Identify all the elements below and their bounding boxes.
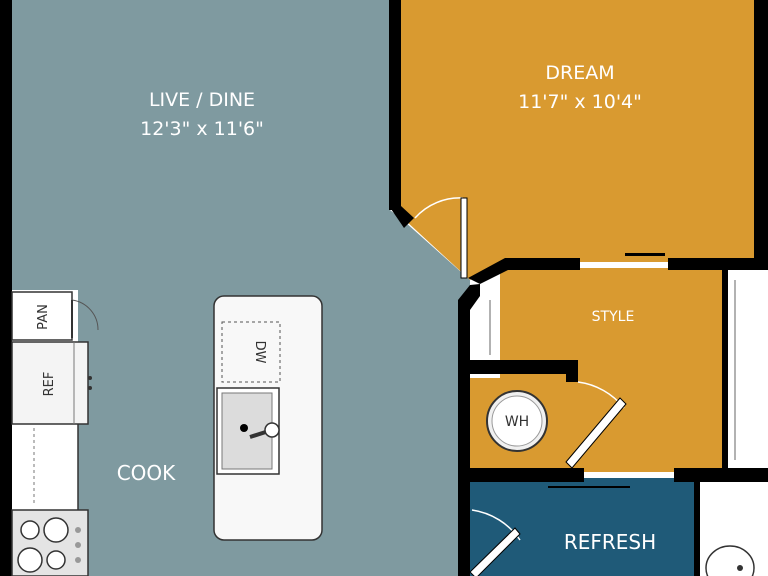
bath-sink <box>705 545 755 576</box>
refresh-name: REFRESH <box>564 530 656 554</box>
live-dine-area <box>12 0 470 576</box>
wh-closet-door <box>565 381 627 469</box>
refrigerator <box>11 341 92 425</box>
closet-left-style <box>472 290 498 360</box>
kitchen-island <box>213 295 323 541</box>
water-heater-label: WH <box>505 414 529 430</box>
dream-area <box>400 0 755 280</box>
pantry-label: PAN <box>36 304 51 330</box>
cook-name: COOK <box>117 461 176 485</box>
refrigerator-label: REF <box>42 372 57 397</box>
water-heater <box>486 390 548 452</box>
refresh-area <box>465 478 696 576</box>
dream-door <box>414 197 468 279</box>
style-side-doors <box>489 280 736 488</box>
pantry <box>11 291 99 341</box>
dream-name: DREAM <box>545 62 614 84</box>
live-dine-name: LIVE / DINE <box>149 89 255 111</box>
live-dine-dims: 12'3" x 11'6" <box>140 118 264 140</box>
style-name: STYLE <box>592 309 635 325</box>
refresh-door <box>469 509 521 576</box>
stove <box>11 509 89 576</box>
closet-right <box>728 268 756 474</box>
dream-dims: 11'7" x 10'4" <box>518 91 642 113</box>
dishwasher-label: DW <box>252 341 267 364</box>
